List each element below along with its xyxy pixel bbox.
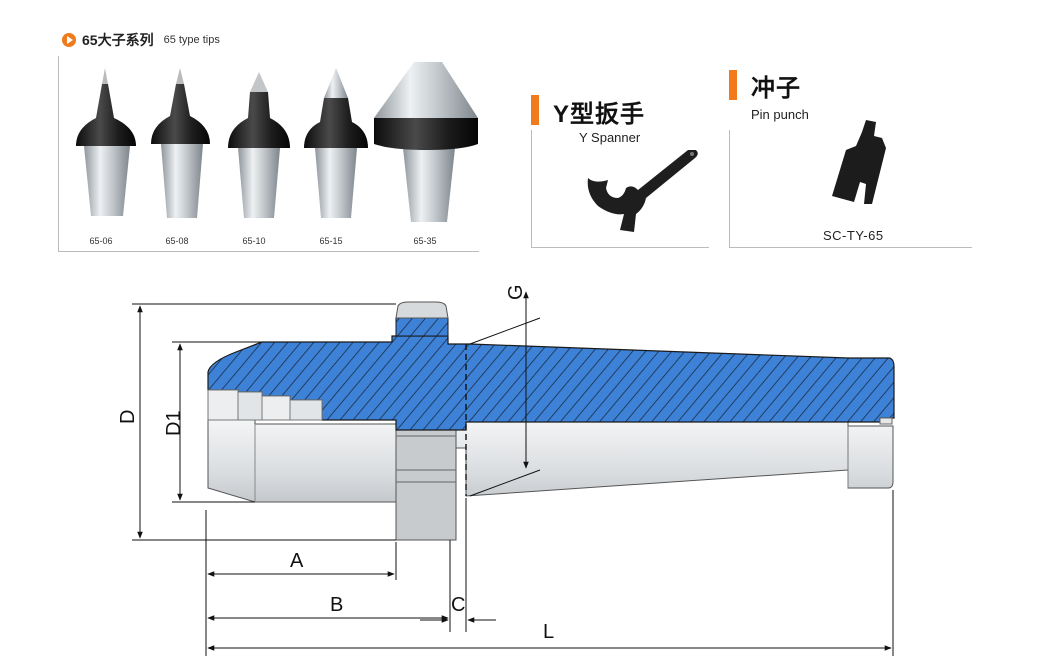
tip-label: 65-06 — [89, 236, 113, 246]
tips-panel — [58, 56, 479, 252]
dim-label-a: A — [290, 550, 304, 572]
spanner-title-cn: Y型扳手 — [553, 101, 646, 128]
series-title-en: 65 type tips — [163, 34, 220, 46]
tip-65-15 — [304, 68, 368, 218]
punch-panel — [729, 130, 972, 248]
y-spanner-image — [587, 150, 698, 232]
punch-title-en: Pin punch — [751, 107, 809, 122]
dim-label-d: D — [117, 410, 139, 424]
punch-code: SC-TY-65 — [823, 228, 884, 243]
series-title-cn: 65大子系列 — [82, 32, 154, 48]
drawing-body-section — [207, 301, 895, 431]
tip-65-10 — [228, 72, 290, 218]
dim-label-d1: D1 — [163, 410, 185, 436]
pin-punch-image — [832, 120, 886, 204]
tips-illustration — [76, 62, 478, 222]
dim-label-l: L — [543, 621, 554, 643]
dim-label-b: B — [330, 594, 343, 616]
play-icon — [62, 33, 76, 47]
dimension-lines — [132, 291, 894, 656]
drawing-body-lower — [207, 419, 894, 541]
punch-title-cn: 冲子 — [751, 75, 801, 102]
series-header: 65大子系列 65 type tips — [62, 30, 220, 50]
tip-65-06 — [76, 68, 136, 216]
spanner-panel — [531, 130, 709, 248]
accent-bar — [531, 95, 539, 125]
tip-65-08 — [151, 68, 210, 218]
tip-label: 65-10 — [242, 236, 266, 246]
tip-65-35 — [374, 62, 478, 222]
dim-label-g: G — [505, 284, 527, 300]
tip-label: 65-35 — [413, 236, 437, 246]
dim-label-c: C — [451, 594, 465, 616]
tip-label: 65-15 — [319, 236, 343, 246]
spanner-title-en: Y Spanner — [579, 130, 641, 145]
accent-bar — [729, 70, 737, 100]
tip-label: 65-08 — [165, 236, 189, 246]
